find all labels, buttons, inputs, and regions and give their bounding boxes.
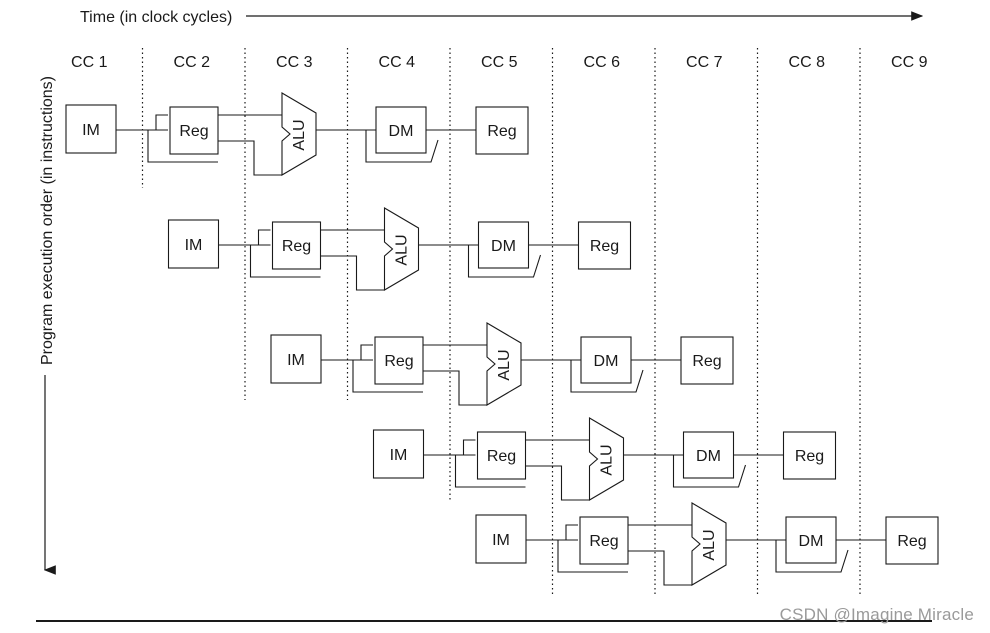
register-file-write-label: Reg — [590, 238, 619, 255]
alu-shape — [588, 417, 625, 501]
instruction-row-1: IM Reg ALU DM Reg — [65, 92, 529, 176]
instruction-memory-label: IM — [185, 237, 203, 254]
instruction-memory-label: IM — [82, 122, 100, 139]
alu-label: ALU — [599, 444, 616, 475]
data-memory-box — [375, 106, 427, 154]
alu-shape — [486, 322, 522, 406]
alu-label: ALU — [394, 234, 411, 265]
time-axis-label: Time (in clock cycles) — [80, 9, 232, 26]
instruction-row-2: IM Reg ALU DM Reg — [167, 207, 632, 291]
data-memory-box — [785, 516, 837, 564]
register-file-write-box — [680, 336, 734, 385]
register-file-write-label: Reg — [487, 123, 516, 140]
cycle-header-1: CC 1 — [71, 54, 108, 71]
register-file-read-box — [579, 516, 629, 565]
instruction-row-5: IM Reg ALU DM Reg — [475, 502, 939, 586]
cycle-header-3: CC 3 — [276, 54, 313, 71]
alu-shape — [691, 502, 727, 586]
data-memory-label: DM — [799, 533, 824, 550]
data-memory-label: DM — [389, 123, 414, 140]
register-file-read-label: Reg — [589, 533, 618, 550]
instruction-memory-box — [475, 514, 527, 564]
register-file-read-box — [374, 336, 424, 385]
instruction-memory-label: IM — [492, 532, 510, 549]
alu-label: ALU — [496, 349, 513, 380]
program-order-axis-label: Program execution order (in instructions… — [39, 76, 56, 365]
register-file-read-label: Reg — [282, 238, 311, 255]
instruction-memory-box — [270, 334, 322, 384]
register-file-read-box — [271, 221, 322, 270]
watermark: CSDN @Imagine Miracle — [779, 605, 974, 624]
instruction-memory-box — [372, 429, 425, 479]
register-file-read-box — [169, 106, 219, 155]
register-file-read-box — [476, 431, 527, 480]
data-memory-label: DM — [696, 448, 721, 465]
data-memory-box — [682, 431, 735, 479]
cycle-dividers — [141, 48, 861, 595]
data-memory-box — [580, 336, 632, 384]
cycle-header-5: CC 5 — [481, 54, 518, 71]
instruction-memory-label: IM — [390, 447, 408, 464]
register-file-write-box — [885, 516, 939, 565]
alu-shape — [383, 207, 420, 291]
alu-label: ALU — [291, 119, 308, 150]
data-memory-label: DM — [491, 238, 516, 255]
cycle-header-8: CC 8 — [789, 54, 826, 71]
register-file-read-label: Reg — [487, 448, 516, 465]
alu-label: ALU — [701, 529, 718, 560]
instruction-row-3: IM Reg ALU DM Reg — [270, 322, 734, 406]
register-file-write-label: Reg — [897, 533, 926, 550]
register-file-write-box — [782, 431, 837, 480]
instruction-row-4: IM Reg ALU DM Reg — [372, 417, 837, 501]
instruction-memory-box — [167, 219, 220, 269]
cycle-headers: CC 1 CC 2 CC 3 CC 4 CC 5 CC 6 CC 7 CC 8 CC 9 — [71, 54, 928, 71]
data-memory-box — [477, 221, 530, 269]
cycle-header-2: CC 2 — [174, 54, 211, 71]
cycle-header-9: CC 9 — [891, 54, 928, 71]
cycle-header-4: CC 4 — [379, 54, 416, 71]
register-file-write-label: Reg — [692, 353, 721, 370]
cycle-header-7: CC 7 — [686, 54, 723, 71]
data-memory-label: DM — [594, 353, 619, 370]
instruction-memory-box — [65, 104, 117, 154]
register-file-write-label: Reg — [795, 448, 824, 465]
cycle-header-6: CC 6 — [584, 54, 621, 71]
register-file-read-label: Reg — [179, 123, 208, 140]
register-file-read-label: Reg — [384, 353, 413, 370]
instruction-memory-label: IM — [287, 352, 305, 369]
alu-shape — [281, 92, 317, 176]
